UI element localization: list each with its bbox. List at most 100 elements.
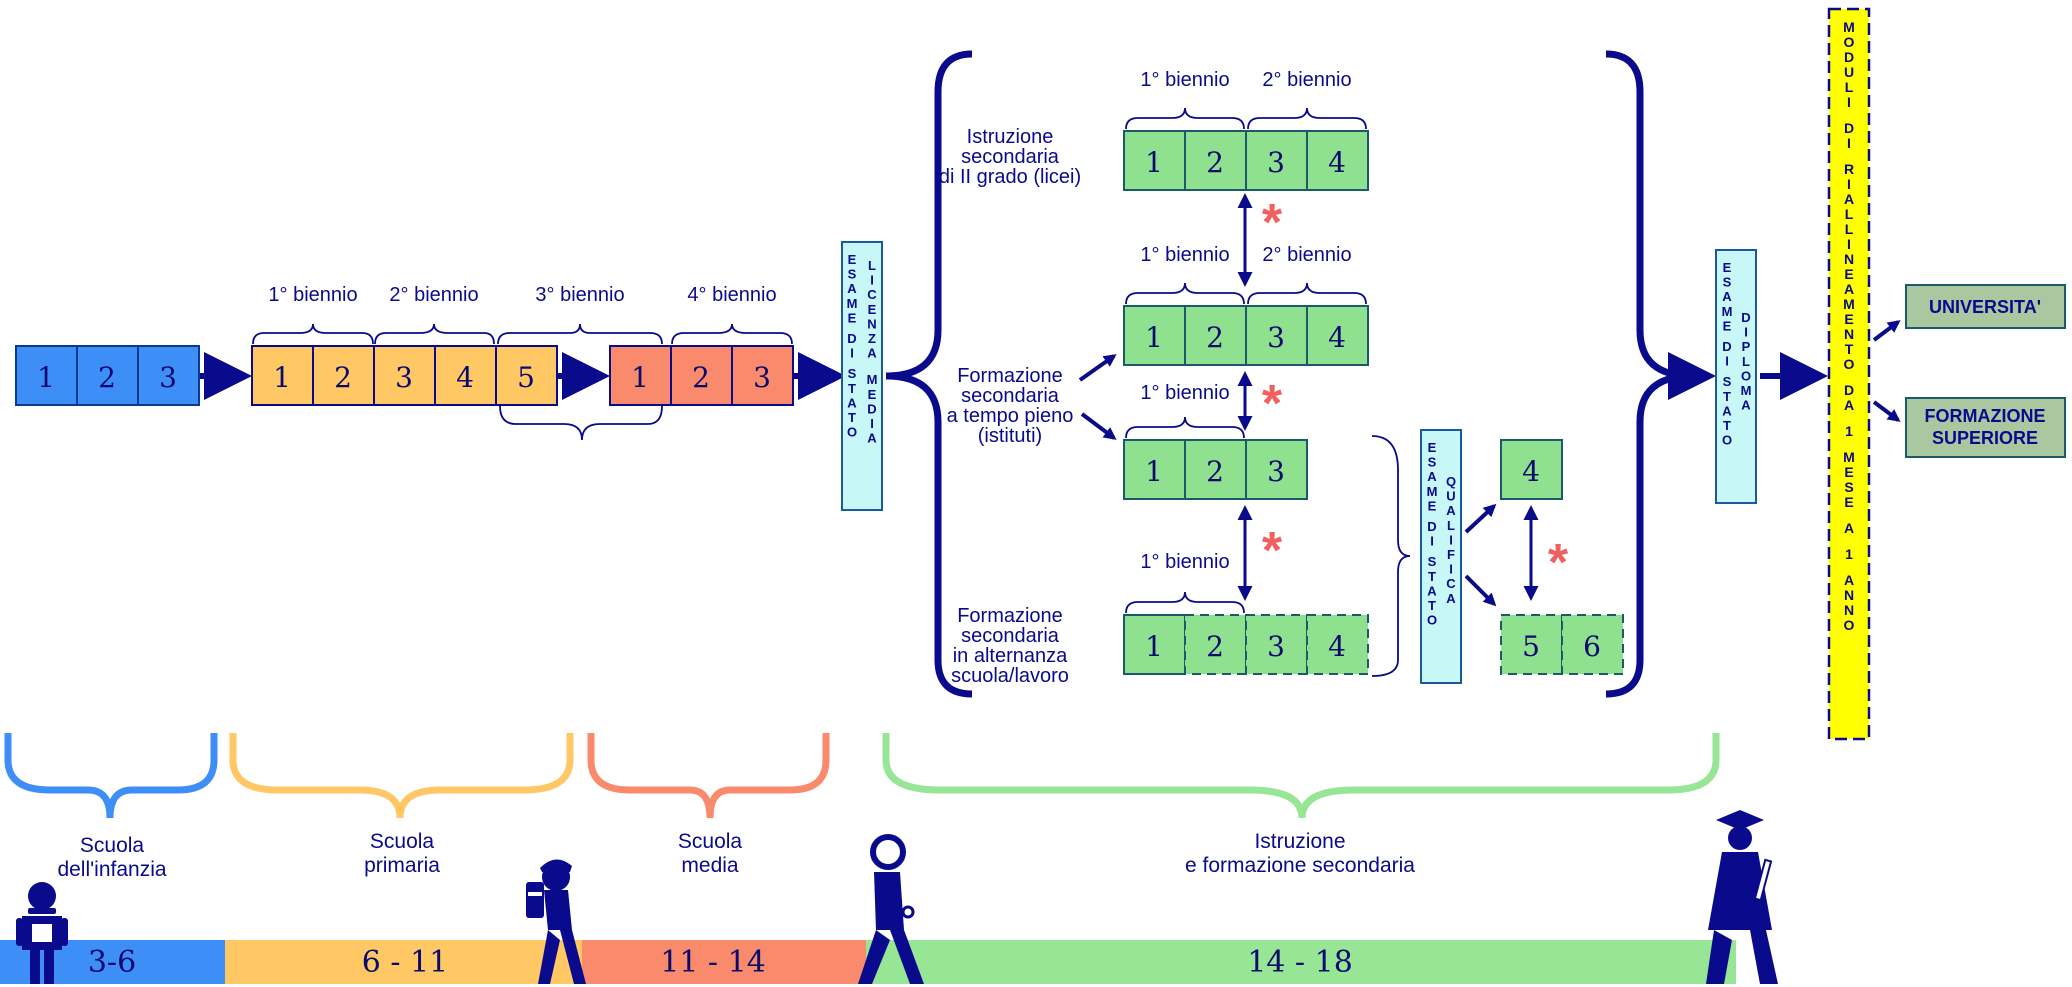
stacked-letter: D	[1844, 120, 1854, 136]
year-number: 1	[631, 361, 649, 394]
stacked-letter: T	[1723, 389, 1731, 404]
stacked-letter: E	[1428, 440, 1437, 455]
biennio-label: 1° biennio	[1140, 382, 1229, 404]
year-number: 2	[1206, 321, 1224, 354]
media-years: 1 2 3	[609, 345, 794, 406]
licei-label: di II grado (licei)	[939, 166, 1081, 188]
stacked-letter: I	[870, 416, 874, 431]
year-box	[1306, 614, 1369, 675]
stacked-letter: N	[867, 316, 876, 331]
biennio-brace	[1125, 416, 1245, 439]
stacked-letter: Z	[868, 331, 876, 346]
stacked-letter: A	[867, 346, 877, 361]
asterisk-icon: *	[1548, 534, 1569, 592]
stacked-letter: I	[1847, 135, 1851, 151]
year-number: 4	[1328, 630, 1346, 663]
stacked-letter: D	[1844, 382, 1854, 398]
year-box	[731, 345, 794, 406]
asterisk-icon: *	[1262, 375, 1283, 433]
stacked-letter: D	[1722, 339, 1731, 354]
formazione-superiore-box	[1905, 397, 2066, 458]
alternanza-label: secondaria	[961, 625, 1060, 647]
year-box	[1123, 130, 1186, 191]
stage-label: Istruzione	[1254, 830, 1345, 853]
age-range: 11 - 14	[660, 945, 766, 980]
stacked-letter: I	[1449, 532, 1453, 547]
stacked-letter: A	[1722, 289, 1732, 304]
asterisk-icon: *	[1262, 194, 1283, 252]
stacked-letter: T	[1428, 598, 1436, 613]
stacked-letter: N	[1844, 602, 1854, 618]
universita-label: UNIVERSITA'	[1929, 297, 2041, 317]
schoolboy-icon	[526, 859, 586, 984]
stacked-letter: I	[1847, 176, 1851, 192]
stacked-letter: E	[1844, 266, 1853, 282]
stacked-letter: L	[1845, 206, 1854, 222]
year-number: 2	[692, 361, 710, 394]
stacked-letter: Q	[1446, 474, 1456, 489]
exam-diploma	[1715, 249, 1757, 504]
stacked-letter: E	[1844, 494, 1853, 510]
stacked-letter: T	[848, 381, 856, 396]
stacked-letter: C	[867, 287, 877, 302]
stacked-letter: S	[1723, 374, 1732, 389]
stacked-letter: S	[1428, 554, 1437, 569]
stacked-letter: U	[1844, 64, 1854, 80]
stacked-letter: D	[1844, 49, 1854, 65]
stacked-letter: L	[1447, 518, 1455, 533]
stacked-letter: D	[1427, 519, 1436, 534]
stacked-letter: O	[847, 425, 857, 440]
universita-box	[1905, 284, 2066, 329]
stacked-letter: O	[1844, 34, 1855, 50]
year-box	[76, 345, 139, 406]
year-number: 1	[1145, 146, 1163, 179]
year-number: 2	[1206, 630, 1224, 663]
stage-brace-primaria	[229, 733, 574, 819]
stacked-letter: A	[1844, 397, 1854, 413]
stacked-letter: E	[848, 310, 857, 325]
stacked-letter: A	[1722, 403, 1732, 418]
formazione-superiore-label: FORMAZIONE	[1925, 406, 2046, 426]
biennio-label: 3° biennio	[535, 284, 624, 306]
stacked-letter: D	[867, 401, 876, 416]
stacked-letter: E	[1844, 464, 1853, 480]
stacked-letter: L	[1845, 221, 1854, 237]
year-box	[1184, 130, 1247, 191]
age-band-primaria	[225, 940, 582, 984]
branch-arrow	[1464, 503, 1497, 534]
stacked-letter: S	[1844, 479, 1853, 495]
year-box	[670, 345, 733, 406]
stacked-letter: A	[847, 281, 857, 296]
stage-brace-media	[587, 733, 830, 819]
media-biennio-brace	[671, 323, 793, 345]
year-box	[1500, 439, 1563, 500]
stacked-letter: F	[1447, 547, 1455, 562]
alternanza-label: Formazione	[957, 605, 1063, 627]
stacked-letter: E	[1723, 318, 1732, 333]
year-box	[137, 345, 200, 406]
age-range: 3-6	[88, 945, 136, 980]
year-number: 2	[334, 361, 352, 394]
secondary-right-brace	[1605, 50, 1693, 698]
year-box	[1123, 439, 1186, 500]
year-number: 1	[1145, 455, 1163, 488]
stacked-letter: O	[1844, 617, 1855, 633]
stage-label: dell'infanzia	[57, 858, 166, 881]
stacked-letter: I	[1847, 236, 1851, 252]
primaria-years: 1 2 3 4 5	[251, 345, 558, 406]
licei-biennio-braces	[1125, 107, 1367, 130]
stacked-letter: M	[1427, 484, 1438, 499]
year-number: 6	[1583, 630, 1601, 663]
stacked-letter: M	[847, 296, 858, 311]
stacked-letter: S	[848, 267, 857, 282]
year-number: 3	[1267, 321, 1285, 354]
stacked-letter: A	[1446, 591, 1456, 606]
licei-label: Istruzione	[967, 126, 1054, 148]
stage-label: Scuola	[678, 830, 743, 853]
stacked-letter: D	[847, 331, 856, 346]
stacked-letter: T	[1723, 418, 1731, 433]
